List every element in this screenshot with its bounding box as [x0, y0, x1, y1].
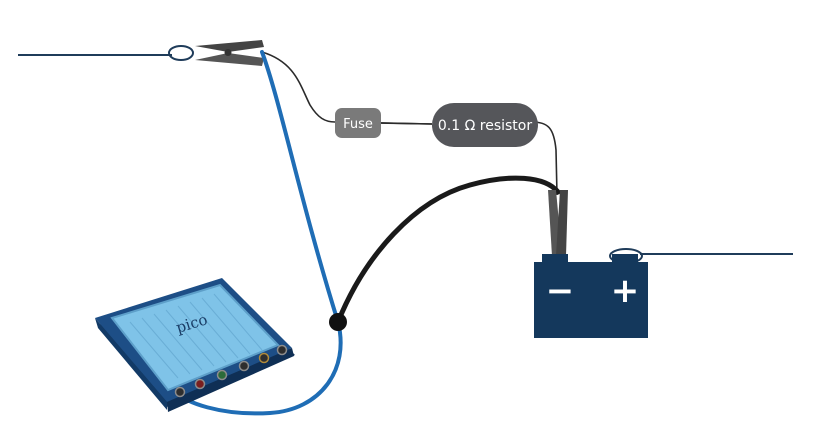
fuse: Fuse [335, 108, 381, 138]
connector-e [258, 352, 270, 364]
battery-minus-sign: − [546, 271, 575, 311]
connector-f [276, 344, 288, 356]
scope-input-connectors [174, 344, 288, 398]
connector-b [194, 378, 206, 390]
ground-lead [335, 175, 561, 325]
fuse-label: Fuse [343, 117, 373, 132]
scope-screen-border [110, 283, 280, 392]
scope-screen [112, 285, 278, 390]
scope-front [167, 348, 294, 412]
battery: − + [534, 254, 648, 338]
fuse-body [335, 108, 381, 138]
resistor-body [432, 103, 538, 147]
supply-wire-loop [168, 45, 194, 61]
battery-terminal-positive [612, 254, 638, 262]
connector-a [174, 386, 186, 398]
battery-clamp [548, 190, 568, 256]
battery-terminal-negative [542, 254, 568, 262]
battery-body [534, 262, 648, 338]
fuse-to-resistor-wire [379, 122, 433, 125]
current-clamp-top [195, 40, 264, 66]
battery-plus-sign: + [611, 271, 640, 311]
oscilloscope: pico [95, 278, 295, 412]
connector-d [238, 360, 250, 372]
scope-side [95, 318, 167, 410]
probe-cable [173, 50, 343, 416]
junction-node [329, 313, 347, 331]
resistor: 0.1 Ω resistor [432, 103, 538, 147]
resistor-label: 0.1 Ω resistor [438, 118, 532, 134]
scope-screen-ribs [129, 293, 263, 379]
connector-c [216, 369, 228, 381]
